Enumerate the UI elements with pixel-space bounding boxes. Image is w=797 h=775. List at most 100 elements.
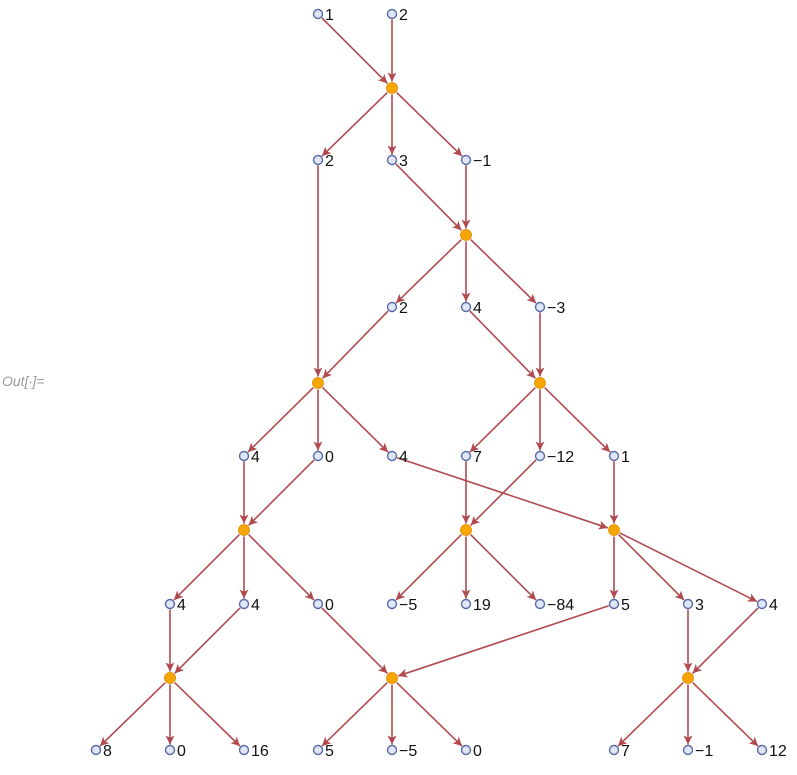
edge-o6-to-v20 — [470, 534, 537, 601]
value-node-label: 3 — [399, 153, 408, 170]
edge-o2-to-v8 — [470, 238, 537, 304]
value-node-label: 12 — [769, 743, 787, 760]
value-node: 4 — [164, 597, 186, 614]
value-node-label: 4 — [177, 597, 186, 614]
value-node-label: 4 — [251, 597, 260, 614]
value-node-label: 4 — [399, 449, 408, 466]
value-node: 2 — [386, 300, 408, 317]
edge-v7-to-o4 — [469, 310, 537, 379]
value-node-marker — [608, 744, 620, 756]
value-node-label: 0 — [473, 743, 482, 760]
value-node-marker — [534, 598, 546, 610]
value-node-marker — [386, 450, 398, 462]
output-cell-label: Out[∙]= — [2, 373, 45, 389]
edge-v6-to-o3 — [321, 310, 389, 379]
edge-o9-to-v27 — [321, 681, 388, 747]
value-node-label: 7 — [473, 449, 482, 466]
value-node: 4 — [238, 597, 260, 614]
edge-o10-to-v30 — [617, 681, 684, 747]
value-node: 1 — [608, 449, 630, 466]
value-node: −1 — [460, 153, 491, 170]
value-node-marker — [460, 744, 472, 756]
value-node-label: 5 — [621, 597, 630, 614]
value-node: −3 — [534, 300, 565, 317]
value-node-label: 4 — [473, 300, 482, 317]
value-node: 4 — [386, 449, 408, 466]
operation-node — [164, 672, 176, 684]
value-node-label: 5 — [325, 743, 334, 760]
value-node-marker — [460, 154, 472, 166]
value-node: 2 — [386, 7, 408, 24]
value-node: −84 — [534, 597, 574, 614]
edge-v11-to-o7 — [396, 456, 609, 530]
value-node-marker — [386, 8, 398, 20]
edge-v1-to-o1 — [321, 17, 388, 84]
value-node: −12 — [534, 449, 574, 466]
value-node-label: −84 — [547, 597, 574, 614]
value-node: 4 — [238, 449, 260, 466]
edge-o10-to-v32 — [692, 681, 759, 747]
value-node: 7 — [460, 449, 482, 466]
value-node-marker — [460, 598, 472, 610]
value-node-label: 7 — [621, 743, 630, 760]
operation-node — [608, 524, 620, 536]
operation-node — [312, 377, 324, 389]
value-node: 1 — [312, 7, 334, 24]
value-node-marker — [386, 154, 398, 166]
value-node-marker — [460, 301, 472, 313]
value-node-marker — [756, 598, 768, 610]
operation-node — [534, 377, 546, 389]
operation-node — [386, 672, 398, 684]
value-node-marker — [312, 598, 324, 610]
value-node-marker — [238, 744, 250, 756]
edge-o2-to-v6 — [395, 238, 462, 304]
value-node-label: 0 — [325, 597, 334, 614]
value-node-marker — [534, 450, 546, 462]
edge-o4-to-v12 — [469, 386, 536, 453]
value-node-marker — [312, 450, 324, 462]
edge-o6-to-v18 — [395, 534, 462, 601]
edge-o4-to-v14 — [544, 386, 611, 453]
value-node-label: −1 — [695, 743, 713, 760]
edge-o9-to-v29 — [396, 681, 463, 747]
value-node-label: 4 — [251, 449, 260, 466]
value-node: 0 — [312, 597, 334, 614]
value-node-marker — [164, 744, 176, 756]
edge-o1-to-v5 — [396, 91, 463, 157]
edge-o1-to-v3 — [321, 91, 388, 157]
value-node-label: 4 — [769, 597, 778, 614]
value-node: 5 — [608, 597, 630, 614]
edge-v17-to-o9 — [321, 607, 388, 674]
value-node-label: 1 — [325, 7, 334, 24]
value-node-label: 2 — [399, 300, 408, 317]
edge-v10-to-o5 — [248, 459, 315, 526]
value-node-marker — [386, 598, 398, 610]
edge-o3-to-v9 — [247, 386, 314, 453]
value-node: 19 — [460, 597, 491, 614]
value-node: 5 — [312, 743, 334, 760]
value-node: 8 — [90, 743, 112, 760]
value-node: −5 — [386, 597, 417, 614]
value-node-label: 2 — [325, 153, 334, 170]
value-node-marker — [90, 744, 102, 756]
value-node-marker — [460, 450, 472, 462]
value-node: 7 — [608, 743, 630, 760]
edge-o7-to-v23 — [619, 532, 758, 603]
value-node-marker — [682, 598, 694, 610]
value-node: 3 — [386, 153, 408, 170]
operation-node — [460, 524, 472, 536]
value-node-marker — [238, 450, 250, 462]
value-node-marker — [682, 744, 694, 756]
value-node-label: −12 — [547, 449, 574, 466]
value-node-label: −1 — [473, 153, 491, 170]
edges-layer — [99, 17, 759, 747]
value-node-label: −3 — [547, 300, 565, 317]
value-node-label: 0 — [177, 743, 186, 760]
value-node-label: 19 — [473, 597, 491, 614]
value-node-label: 1 — [621, 449, 630, 466]
value-node: 2 — [312, 153, 334, 170]
edge-v4-to-o2 — [395, 163, 462, 231]
value-node: 4 — [756, 597, 778, 614]
